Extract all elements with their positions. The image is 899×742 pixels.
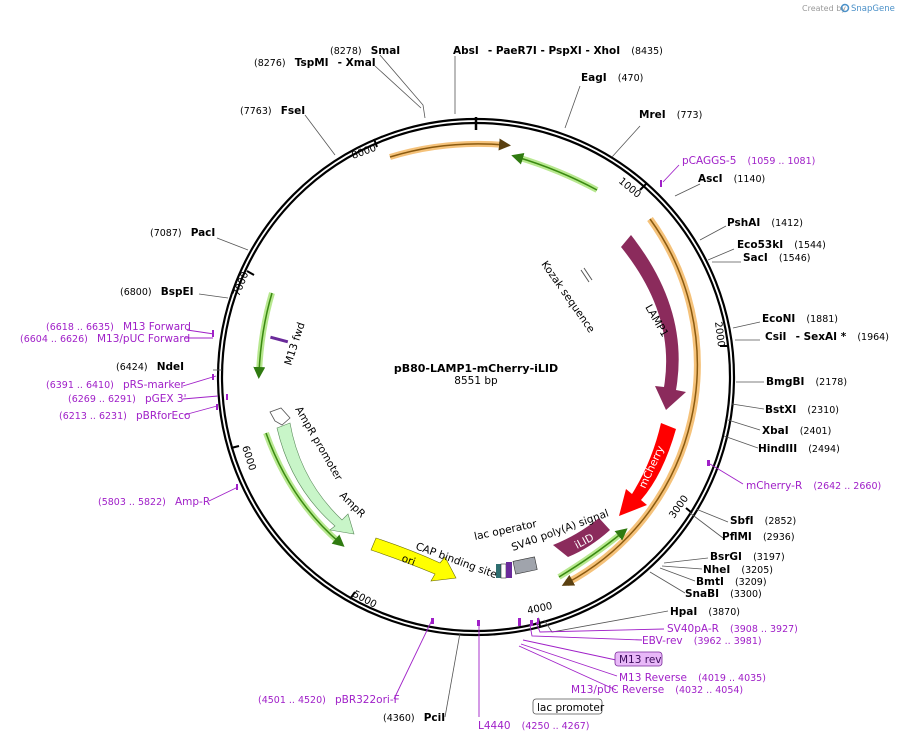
tick-5000: 5000 [349, 589, 379, 611]
primer-label-pgex3: (6269 .. 6291) pGEX 3' [68, 387, 187, 406]
ampr-promoter-feature [269, 407, 291, 426]
enzyme-label-tspmi: (8276) TspMI - XmaI [254, 51, 376, 70]
primer-label-m13puc-forward: (6604 .. 6626) M13/pUC Forward [20, 327, 190, 346]
primer-label-prs-marker: (6391 .. 6410) pRS-marker [46, 373, 186, 392]
kozak-label: Kozak sequence [539, 259, 597, 335]
enzyme-label-econi: EcoNI (1881) [762, 307, 838, 326]
tick-2000: 2000 [712, 321, 728, 348]
svg-text:2000: 2000 [712, 321, 726, 348]
features [269, 235, 686, 582]
enzyme-label-pflmi: PflMI (2936) [722, 525, 795, 544]
primer-label-m13puc-reverse: M13/pUC Reverse (4032 .. 4054) [571, 678, 743, 697]
svg-text:1000: 1000 [616, 176, 643, 201]
enzyme-labels: (8278) SmaI (8276) TspMI - XmaI AbsI - P… [116, 39, 889, 725]
plasmid-size: 8551 bp [454, 375, 498, 387]
enzyme-label-fsei: (7763) FseI [240, 99, 305, 118]
enzyme-label-nhei: NheI (3205) [703, 558, 773, 577]
enzyme-label-sbfi: SbfI (2852) [730, 509, 796, 528]
enzyme-label-bsrgi: BsrGI (3197) [710, 545, 785, 564]
sv40-box [512, 556, 538, 575]
kozak-marker [580, 269, 590, 283]
primer-label-l4440: L4440 (4250 .. 4267) [478, 714, 590, 733]
tick-8000: 8000 [350, 138, 378, 162]
lac-promoter-label: lac promoter [537, 702, 605, 714]
ori-label: ori [400, 553, 417, 569]
primer-label-pbr322ori-f: (4501 .. 4520) pBR322ori-F [258, 688, 400, 707]
svg-text:5000: 5000 [351, 589, 379, 611]
ori-feature [370, 537, 457, 582]
enzyme-label-hindiii: HindIII (2494) [758, 437, 840, 456]
enzyme-label-saci: SacI (1546) [743, 246, 810, 265]
enzyme-label-pshai: PshAI (1412) [727, 211, 803, 230]
mcherry-feature [619, 423, 676, 516]
lac-promoter-box [506, 562, 512, 578]
primer-marks [212, 180, 710, 626]
feature-arcs [253, 138, 701, 587]
enzyme-label-absi: AbsI - PaeR7I - PspXI - XhoI (8435) [453, 39, 663, 58]
svg-text:4000: 4000 [526, 601, 553, 617]
tick-7000: 7000 [232, 270, 255, 298]
enzyme-label-snabi: SnaBI (3300) [685, 582, 762, 601]
enzyme-label-bmti: BmtI (3209) [696, 570, 767, 589]
ampr-feature [276, 422, 355, 535]
svg-text:8000: 8000 [350, 143, 378, 162]
primer-labels: pCAGGS-5 (1059 .. 1081) (6618 .. 6635) M… [20, 149, 881, 733]
enzyme-label-bmgbi: BmgBI (2178) [766, 370, 847, 389]
enzyme-label-smai: (8278) SmaI [330, 39, 400, 58]
primer-label-ebv-rev: EBV-rev (3962 .. 3981) [642, 629, 762, 648]
feature-labels: Kozak sequence LAMP1 mCherry iLID SV40 p… [282, 259, 670, 715]
cap-box [500, 563, 507, 579]
ampr-label: AmpR [337, 490, 368, 521]
primer-label-m13forward: (6618 .. 6635) M13 Forward [46, 315, 191, 334]
ilid-feature [553, 518, 610, 557]
backbone [216, 117, 736, 637]
lac-operator-box [496, 564, 501, 578]
enzyme-label-csii: CsiI - SexAI * (1964) [765, 325, 889, 344]
enzyme-label-asci: AscI (1140) [698, 167, 765, 186]
plasmid-name: pB80-LAMP1-mCherry-iLID [394, 362, 558, 375]
svg-text:6000: 6000 [239, 445, 257, 473]
enzyme-label-mrei: MreI (773) [639, 103, 702, 122]
green-arc-left [256, 292, 275, 374]
enzyme-label-bspei: (6800) BspEI [120, 280, 194, 299]
lac-promoter-box-label [532, 698, 603, 715]
primer-leaders [182, 164, 744, 717]
enzyme-label-eagi: EagI (470) [581, 66, 643, 85]
enzyme-label-ndei: (6424) NdeI [116, 355, 184, 374]
m13fwd-marker [270, 335, 289, 344]
green-arc-top [516, 154, 599, 193]
primer-label-amp-r: (5803 .. 5822) Amp-R [98, 490, 210, 509]
primer-label-pcaggs5: pCAGGS-5 (1059 .. 1081) [682, 149, 815, 168]
primer-label-mcherry-r: mCherry-R (2642 .. 2660) [746, 474, 881, 493]
credit-prefix: Created by [802, 4, 846, 13]
enzyme-label-pcii: (4360) PciI [383, 706, 445, 725]
primer-label-m13rev: M13 rev [619, 654, 662, 666]
credit-brand: SnapGene [851, 4, 895, 14]
enzyme-label-bstxi: BstXI (2310) [765, 398, 839, 417]
primer-label-sv40pa-r: SV40pA-R (3908 .. 3927) [667, 617, 798, 636]
enzyme-label-hpai: HpaI (3870) [670, 600, 740, 619]
svg-text:7000: 7000 [232, 270, 252, 298]
primer-label-m13reverse: M13 Reverse (4019 .. 4035) [619, 666, 766, 685]
primer-label-pbrforeco: (6213 .. 6231) pBRforEco [59, 404, 190, 423]
enzyme-label-paci: (7087) PacI [150, 221, 215, 240]
enzyme-label-eco53ki: Eco53kI (1544) [737, 233, 826, 252]
m13rev-box [614, 651, 663, 667]
enzyme-label-xbai: XbaI (2401) [762, 419, 831, 438]
lamp1-feature [621, 235, 686, 410]
m13fwd-label: M13 fwd [282, 321, 307, 367]
snapgene-logo-icon [840, 3, 850, 13]
